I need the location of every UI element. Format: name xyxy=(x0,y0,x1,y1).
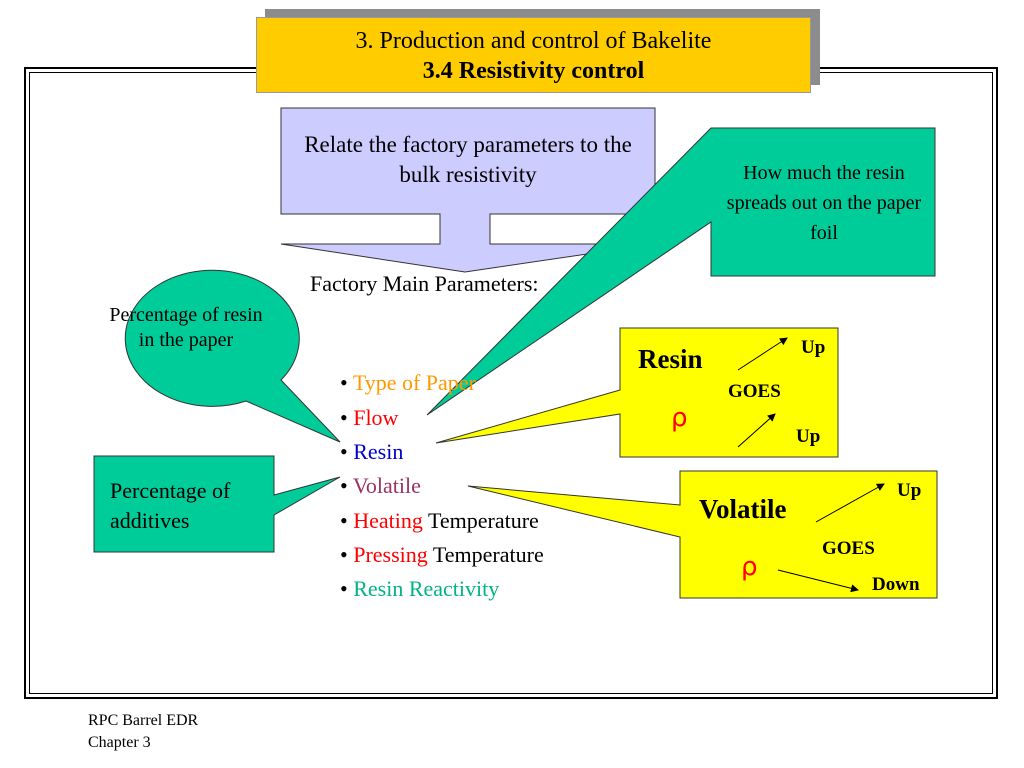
relate-text: Relate the factory parameters to the bul… xyxy=(304,132,632,187)
volatile-goes-label: GOES xyxy=(822,538,875,559)
bullet-marker: • xyxy=(340,439,348,464)
resin-label: Resin xyxy=(638,344,703,374)
bullet-marker: • xyxy=(340,405,348,430)
resin-yellow-callout xyxy=(435,327,839,458)
bullet-main: Heating xyxy=(353,508,423,533)
how-much-text: How much the resin spreads out on the pa… xyxy=(726,162,922,244)
factory-params-title: Factory Main Parameters: xyxy=(310,271,539,296)
bullet-heating: • Heating Temperature xyxy=(340,507,539,535)
bullet-main: Pressing xyxy=(353,542,428,567)
resin-up-arrow-1 xyxy=(737,337,788,371)
resin-rho-symbol: ρ xyxy=(671,403,688,433)
bullet-marker: • xyxy=(340,508,348,533)
bullet-resin: • Resin xyxy=(340,438,403,466)
volatile-up-arrow xyxy=(815,483,885,523)
resin-up-label-2: Up xyxy=(796,426,821,447)
bullet-flow: • Flow xyxy=(340,404,398,432)
volatile-label: Volatile xyxy=(699,494,787,524)
volatile-yellow-callout xyxy=(467,470,938,599)
bullet-main: Resin xyxy=(353,439,404,464)
pct-resin-bubble xyxy=(124,269,341,443)
bullet-main: Resin Reactivity xyxy=(353,576,500,601)
bullet-marker: • xyxy=(340,542,348,567)
bullet-main: Type of Paper xyxy=(352,370,476,395)
footer: RPC Barrel EDR Chapter 3 xyxy=(88,710,198,754)
title-line-1: 3. Production and control of Bakelite xyxy=(355,28,712,54)
bullet-main: Volatile xyxy=(352,473,421,498)
bullet-marker: • xyxy=(340,473,348,498)
resin-up-label-1: Up xyxy=(801,337,826,358)
title-line-2: 3.4 Resistivity control xyxy=(422,58,645,84)
volatile-down-arrow xyxy=(777,569,859,593)
bullet-pressing: • Pressing Temperature xyxy=(340,541,544,569)
volatile-up-label: Up xyxy=(897,480,922,501)
bullet-type-of-paper: • Type of Paper xyxy=(340,369,476,397)
how-much-callout xyxy=(426,127,936,416)
bullet-rest: Temperature xyxy=(427,542,544,567)
resin-up-arrow-2 xyxy=(737,413,776,448)
bullet-main: Flow xyxy=(353,405,399,430)
bullet-resin-reactivity: • Resin Reactivity xyxy=(340,575,499,603)
pct-additives-callout xyxy=(93,455,341,553)
footer-line-1: RPC Barrel EDR xyxy=(88,712,199,729)
volatile-rho-symbol: ρ xyxy=(741,552,758,582)
volatile-down-label: Down xyxy=(872,574,920,595)
footer-line-2: Chapter 3 xyxy=(88,734,151,751)
bullet-rest: Temperature xyxy=(422,508,539,533)
bullet-marker: • xyxy=(340,576,348,601)
bullet-marker: • xyxy=(340,370,348,395)
pct-resin-text: Percentage of resin in the paper xyxy=(109,304,263,351)
title-box: 3. Production and control of Bakelite 3.… xyxy=(256,17,811,93)
bullet-volatile: • Volatile xyxy=(340,472,421,500)
resin-goes-label: GOES xyxy=(728,381,781,402)
pct-additives-text: Percentage of additives xyxy=(110,478,231,533)
